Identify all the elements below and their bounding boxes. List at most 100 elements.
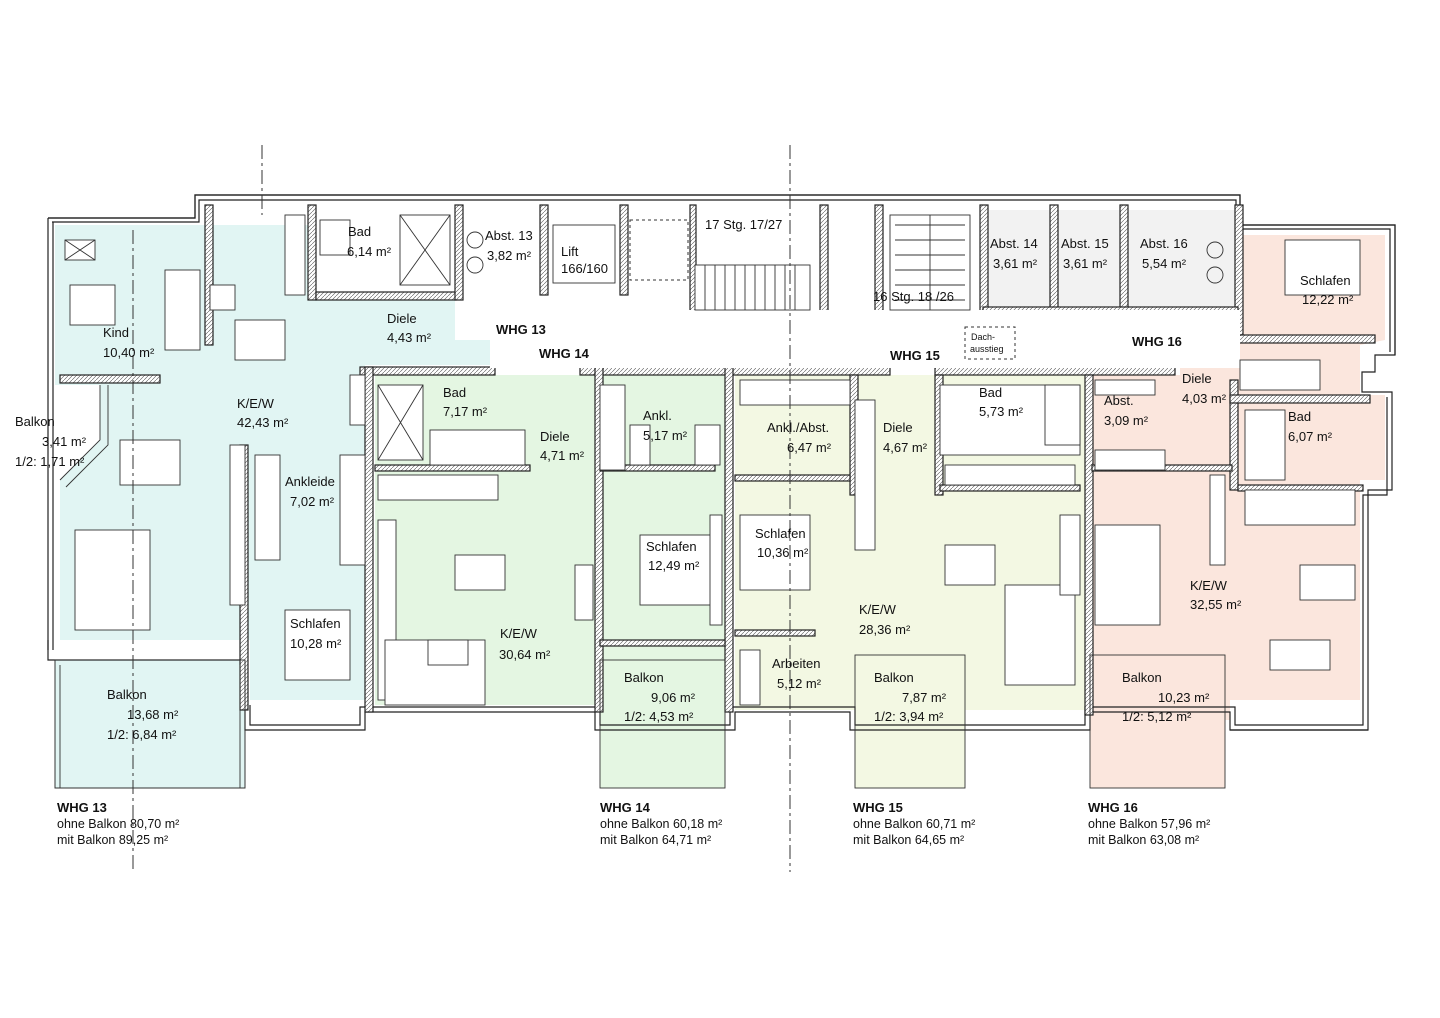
lift-size: 166/160	[561, 261, 608, 276]
room-area: 30,64 m²	[499, 647, 551, 662]
room-name: Schlafen	[755, 526, 806, 541]
room-area: 9,06 m²	[651, 690, 696, 705]
abst14-name: Abst. 14	[990, 236, 1038, 251]
furniture	[64, 214, 1361, 706]
corridor-label-whg14: WHG 14	[539, 346, 590, 361]
room-name: Schlafen	[290, 616, 341, 631]
room-area: 28,36 m²	[859, 622, 911, 637]
abst13-area: 3,82 m²	[487, 248, 532, 263]
summary-without-balcony: ohne Balkon 57,96 m²	[1088, 817, 1211, 831]
room-area: 42,43 m²	[237, 415, 289, 430]
room-area: 32,55 m²	[1190, 597, 1242, 612]
whg15-summary: WHG 15 ohne Balkon 60,71 m² mit Balkon 6…	[853, 800, 975, 848]
summary-title: WHG 16	[1088, 800, 1138, 815]
summary-title: WHG 14	[600, 800, 650, 815]
lift-shaft	[552, 224, 616, 284]
room-area: 5,17 m²	[643, 428, 688, 443]
summary-with-balcony: mit Balkon 89,25 m²	[57, 833, 169, 847]
summary-title: WHG 15	[853, 800, 903, 815]
room-name: Balkon	[624, 670, 664, 685]
room-name: Schlafen	[646, 539, 697, 554]
room-area: 6,14 m²	[347, 244, 392, 259]
whg14-balcony-zone	[600, 660, 725, 788]
room-area: 13,68 m²	[127, 707, 179, 722]
corridor-label-whg16: WHG 16	[1132, 334, 1182, 349]
room-area: 10,23 m²	[1158, 690, 1210, 705]
summary-with-balcony: mit Balkon 64,65 m²	[853, 833, 965, 847]
labels: Bad 6,14 m² Kind 10,40 m² Diele 4,43 m² …	[15, 217, 1354, 742]
whg13-summary: WHG 13 ohne Balkon 80,70 m² mit Balkon 8…	[57, 800, 179, 848]
whg15-zone	[735, 375, 1085, 710]
room-name: Ankleide	[285, 474, 335, 489]
room-area: 6,47 m²	[787, 440, 832, 455]
stairs	[694, 214, 971, 311]
corridor	[490, 310, 1240, 368]
roof-hatch-label-2: ausstieg	[970, 344, 1004, 354]
room-area: 7,02 m²	[290, 494, 335, 509]
room-area: 12,49 m²	[648, 558, 700, 573]
room-name: Ankl.	[643, 408, 672, 423]
room-area: 3,41 m²	[42, 434, 87, 449]
room-name: Abst.	[1104, 393, 1134, 408]
room-name: K/E/W	[237, 396, 275, 411]
room-name: Arbeiten	[772, 656, 820, 671]
room-half-area: 1/2: 1,71 m²	[15, 454, 85, 469]
room-name: Bad	[1288, 409, 1311, 424]
room-half-area: 1/2: 3,94 m²	[874, 709, 944, 724]
axis-lines	[132, 145, 791, 872]
room-area: 12,22 m²	[1302, 292, 1354, 307]
abst13-name: Abst. 13	[485, 228, 533, 243]
room-area: 4,67 m²	[883, 440, 928, 455]
room-half-area: 1/2: 4,53 m²	[624, 709, 694, 724]
abst14-area: 3,61 m²	[993, 256, 1038, 271]
room-name: Bad	[979, 385, 1002, 400]
room-area: 3,09 m²	[1104, 413, 1149, 428]
room-area: 6,07 m²	[1288, 429, 1333, 444]
roof-hatch-outline	[964, 326, 1016, 360]
corridor-label-whg15: WHG 15	[890, 348, 940, 363]
summary-without-balcony: ohne Balkon 60,71 m²	[853, 817, 976, 831]
whg16-summary: WHG 16 ohne Balkon 57,96 m² mit Balkon 6…	[1088, 800, 1210, 848]
room-name: Balkon	[874, 670, 914, 685]
room-name: K/E/W	[500, 626, 538, 641]
balconies	[54, 385, 1226, 789]
room-name: Diele	[1182, 371, 1212, 386]
roof-hatch-label-1: Dach-	[971, 332, 995, 342]
corridor-label-whg13: WHG 13	[496, 322, 546, 337]
room-name: K/E/W	[859, 602, 897, 617]
room-name: Schlafen	[1300, 273, 1351, 288]
room-name: Diele	[883, 420, 913, 435]
lift-name: Lift	[561, 244, 579, 259]
room-area: 10,28 m²	[290, 636, 342, 651]
room-area: 4,43 m²	[387, 330, 432, 345]
room-name: Diele	[387, 311, 417, 326]
room-half-area: 1/2: 6,84 m²	[107, 727, 177, 742]
whg16-balcony-zone	[1090, 655, 1225, 788]
summary-with-balcony: mit Balkon 64,71 m²	[600, 833, 712, 847]
room-half-area: 1/2: 5,12 m²	[1122, 709, 1192, 724]
whg14-summary: WHG 14 ohne Balkon 60,18 m² mit Balkon 6…	[600, 800, 722, 848]
whg15-balcony-zone	[855, 655, 965, 788]
abst16-name: Abst. 16	[1140, 236, 1188, 251]
abst15-name: Abst. 15	[1061, 236, 1109, 251]
room-area: 5,73 m²	[979, 404, 1024, 419]
room-name: Diele	[540, 429, 570, 444]
summary-without-balcony: ohne Balkon 60,18 m²	[600, 817, 723, 831]
room-name: Bad	[443, 385, 466, 400]
room-area: 5,12 m²	[777, 676, 822, 691]
room-name: Ankl./Abst.	[767, 420, 829, 435]
summary-title: WHG 13	[57, 800, 107, 815]
abst15-area: 3,61 m²	[1063, 256, 1108, 271]
room-name: Balkon	[107, 687, 147, 702]
stairs-upper-label: 17 Stg. 17/27	[705, 217, 782, 232]
common-storage-zone	[985, 210, 1235, 315]
room-area: 10,36 m²	[757, 545, 809, 560]
room-name: Balkon	[15, 414, 55, 429]
room-name: Kind	[103, 325, 129, 340]
summary-without-balcony: ohne Balkon 80,70 m²	[57, 817, 180, 831]
room-name: K/E/W	[1190, 578, 1228, 593]
outer-walls	[47, 194, 1396, 731]
room-area: 4,71 m²	[540, 448, 585, 463]
room-name: Balkon	[1122, 670, 1162, 685]
room-area: 10,40 m²	[103, 345, 155, 360]
